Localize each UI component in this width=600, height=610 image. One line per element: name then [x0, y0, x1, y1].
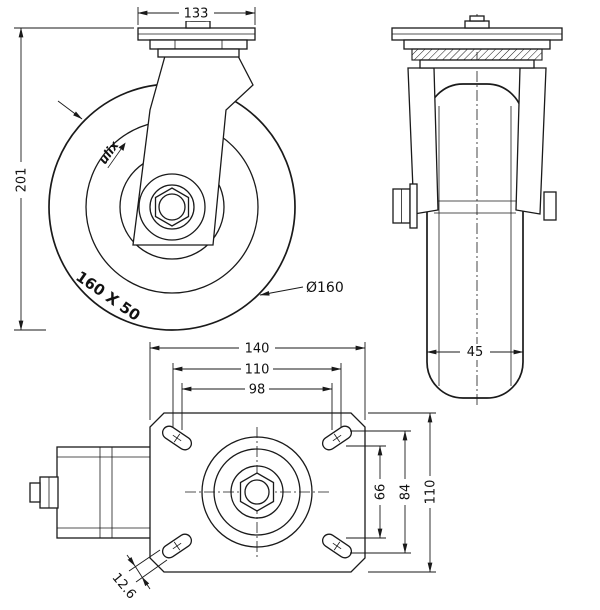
- wheel-diameter-callout: Ø160: [259, 280, 344, 296]
- svg-text:98: 98: [249, 383, 266, 398]
- svg-text:45: 45: [467, 345, 484, 360]
- side-view: 160 X 50 ulix 133: [13, 6, 344, 331]
- brand-logo: ulix: [96, 138, 122, 167]
- swivel-raceway-circle: [201, 436, 313, 548]
- plan-view: 140 110 98 66: [29, 341, 439, 602]
- dim-bolt-spacing-84: 84: [350, 430, 414, 554]
- svg-text:84: 84: [399, 484, 414, 501]
- kingpin-bore: [244, 479, 270, 505]
- axle-bore-circle: [158, 193, 186, 221]
- dim-bolt-spacing-98: 98: [181, 382, 333, 430]
- swivel-raceway-side: [149, 39, 248, 50]
- kingpin-head-front: [464, 20, 490, 29]
- wheel-top: [56, 446, 161, 539]
- bolt-slot-bottom-right: [321, 533, 353, 559]
- fork-leg-right: [515, 67, 547, 215]
- brand-logo-underline: [107, 148, 122, 169]
- svg-text:Ø160: Ø160: [306, 280, 344, 296]
- swivel-housing: [403, 39, 551, 50]
- wheel-size-label: 160 X 50: [72, 267, 143, 324]
- bolt-slot-top-left: [161, 425, 193, 451]
- ball-bearing-band: [411, 48, 543, 61]
- dim-plate-length: 133: [137, 6, 256, 25]
- svg-text:201: 201: [15, 168, 30, 193]
- bolt-slot-top-right: [321, 425, 353, 451]
- fork-side: [132, 55, 254, 246]
- dim-overall-height: 201: [13, 27, 134, 331]
- svg-text:133: 133: [184, 7, 209, 22]
- svg-text:110: 110: [245, 363, 270, 378]
- dim-bolt-spacing-66: 66: [346, 445, 389, 539]
- front-view: 45: [391, 14, 563, 405]
- bolt-slot-bottom-left: [161, 533, 193, 559]
- dim-plate-width: 140: [149, 341, 366, 420]
- svg-text:12.6: 12.6: [109, 570, 139, 602]
- kingpin-head: [185, 20, 211, 29]
- tread-leader-arrow: [57, 100, 83, 120]
- hub-circle: [149, 184, 195, 230]
- hub-flange-circle: [138, 173, 206, 241]
- wheel-front: [426, 83, 524, 399]
- fork-crown: [419, 59, 535, 69]
- svg-text:66: 66: [374, 484, 389, 501]
- dim-wheel-width: 45: [426, 344, 524, 360]
- dim-plate-depth: 110: [368, 412, 439, 573]
- brand-logo-arrow-icon: [118, 142, 126, 151]
- svg-text:110: 110: [424, 480, 439, 505]
- svg-text:140: 140: [245, 342, 270, 357]
- dim-bolt-spacing-110: 110: [172, 362, 342, 428]
- axle-stub-right: [543, 191, 557, 221]
